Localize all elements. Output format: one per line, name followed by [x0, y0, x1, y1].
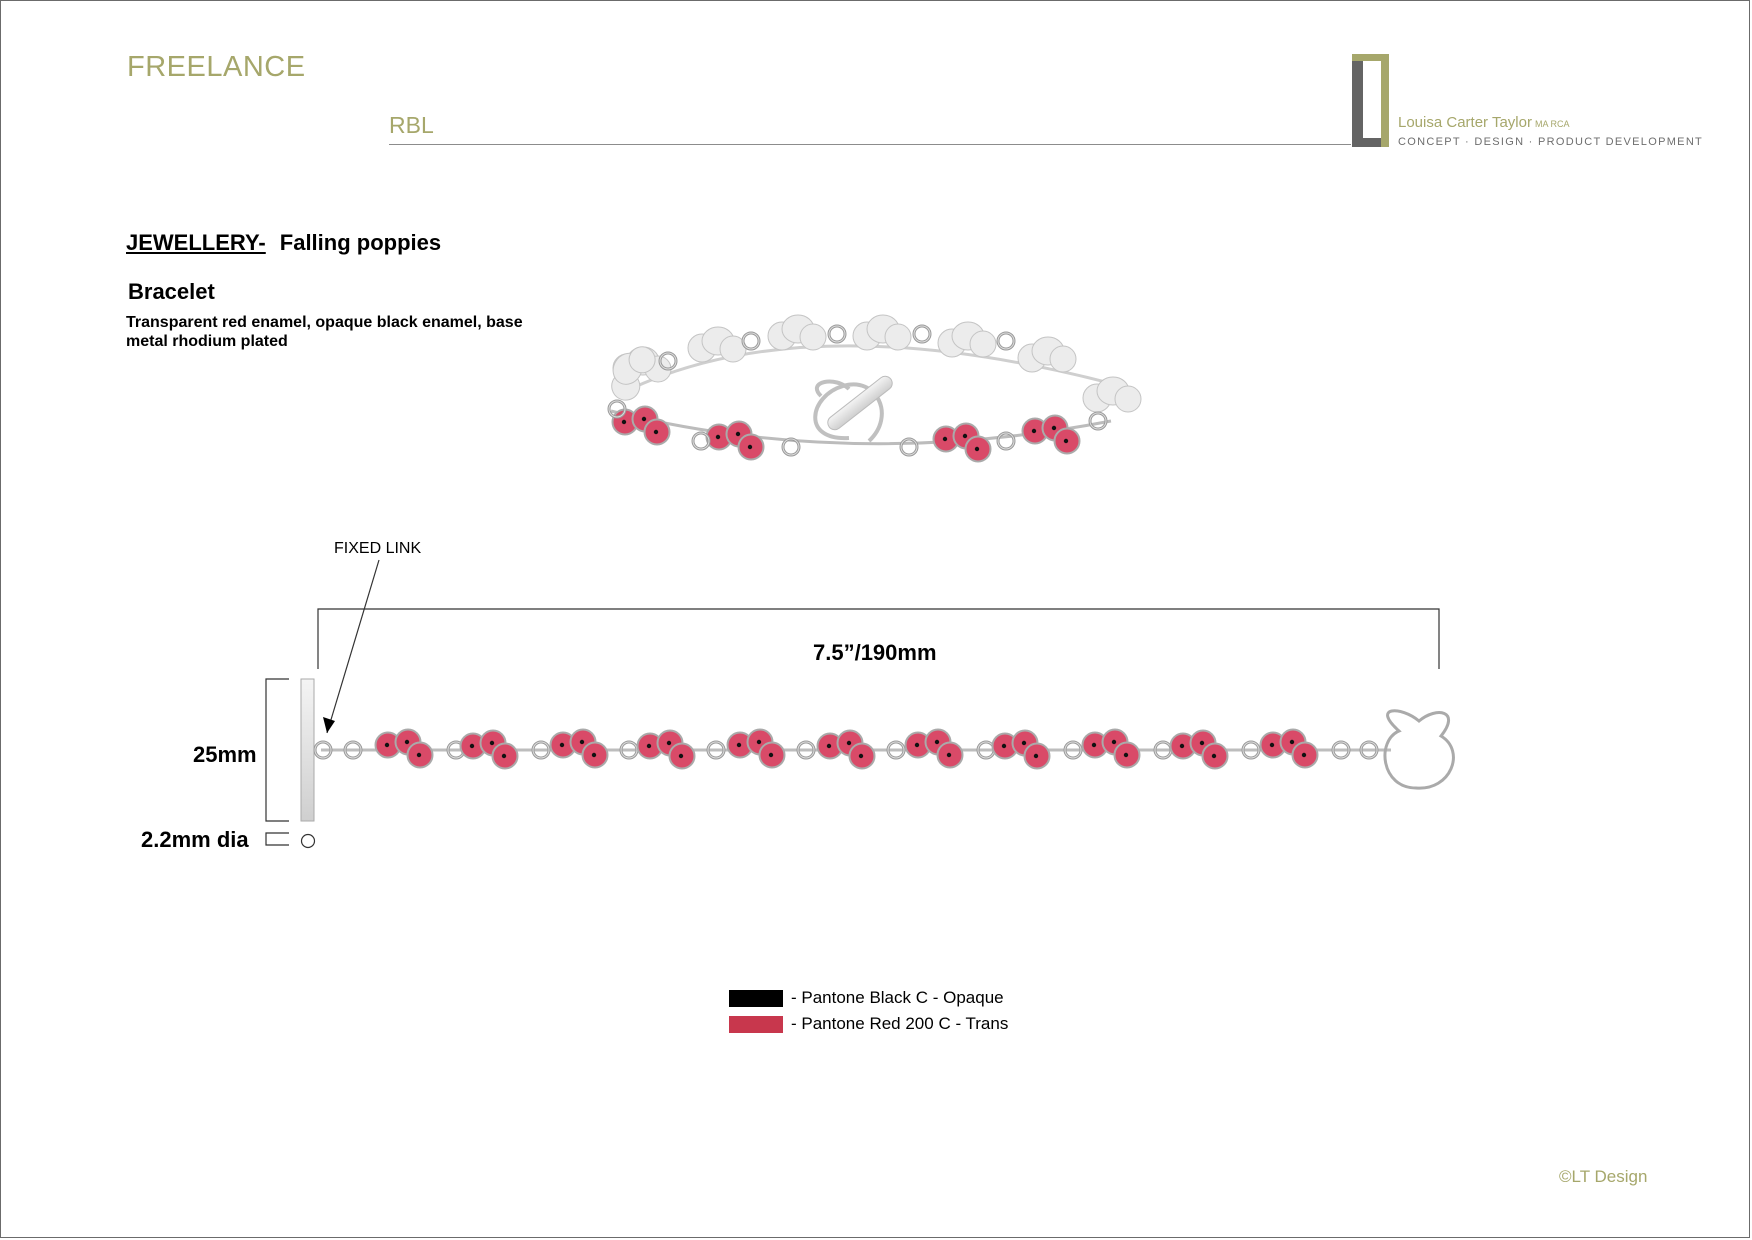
legend-label-black: - Pantone Black C - Opaque [791, 988, 1004, 1007]
bracelet-front-links [607, 375, 1112, 461]
client-name: RBL [389, 112, 434, 138]
bar-section-circle [300, 833, 316, 849]
legend-label-red: - Pantone Red 200 C - Trans [791, 1014, 1009, 1033]
product-type: Bracelet [128, 279, 215, 304]
red-swatch [729, 1015, 783, 1033]
bar-diameter-dimension: 2.2mm dia [141, 827, 249, 852]
collection-name: Falling poppies [279, 230, 442, 255]
length-dimension: 7.5”/190mm [813, 640, 937, 665]
fixed-link-label: FIXED LINK [334, 540, 422, 557]
black-swatch [729, 989, 783, 1007]
material-description: Transparent red enamel, opaque black ena… [126, 314, 523, 350]
section-title: FREELANCE [127, 51, 306, 83]
legend-item-red: - Pantone Red 200 C - Trans [729, 1011, 1008, 1037]
arrow-head [323, 717, 335, 733]
category-label: JEWELLERY- [126, 230, 266, 255]
brand-tagline: CONCEPT · DESIGN · PRODUCT DEVELOPMENT [1398, 136, 1704, 148]
product-heading: JEWELLERY- Falling poppies [126, 230, 441, 256]
dimension-lines [265, 559, 1440, 846]
bar-height-dimension: 25mm [193, 742, 257, 767]
brand-name-text: Louisa Carter Taylor [1398, 114, 1532, 131]
color-legend: - Pantone Black C - Opaque - Pantone Red… [729, 985, 1008, 1037]
brand-logo-icon [1352, 54, 1389, 147]
header-rule [389, 144, 1351, 145]
bracelet-back-links [600, 314, 1142, 413]
copyright-text: ©LT Design [1559, 1167, 1648, 1186]
legend-item-black: - Pantone Black C - Opaque [729, 985, 1008, 1011]
bracelet-flat-view [300, 678, 1455, 822]
brand-suffix: MA RCA [1534, 119, 1570, 129]
